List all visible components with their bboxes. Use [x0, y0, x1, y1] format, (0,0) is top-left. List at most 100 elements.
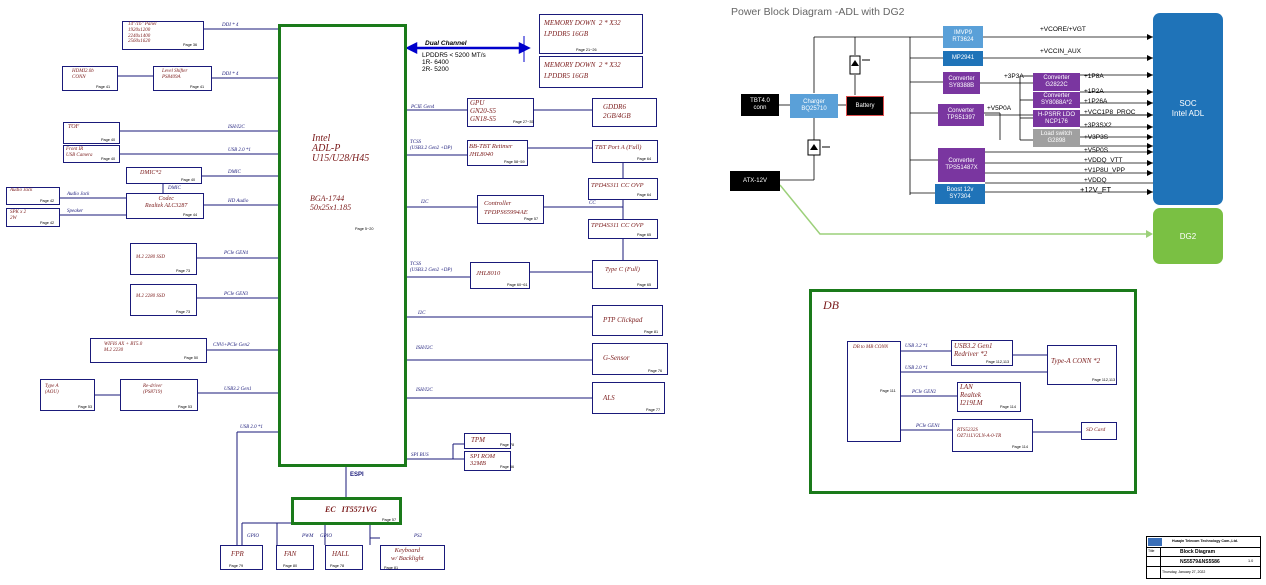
gpu-page: Page 27~35	[513, 120, 534, 124]
ssd1-bus: PCIe GEN4	[224, 251, 249, 256]
tpm-page: Page 78	[500, 443, 515, 447]
tpd2-page: Page 65	[637, 233, 652, 237]
ptp-page: Page 81	[644, 330, 659, 334]
fpr-page: Page 79	[229, 564, 244, 568]
front-ir-page: Page 40	[101, 157, 116, 161]
panel-name: 14"/16" Panel 1920x1200 2240x1400 2560x1…	[128, 22, 157, 45]
spi-rom-name: SPI ROM 32MB	[470, 453, 496, 467]
boost-box: Boost 12v SY7304	[935, 184, 985, 204]
db-sd-name: SD Card	[1086, 427, 1106, 433]
ptp-block	[592, 305, 663, 336]
db-conn-page: Page 111	[880, 389, 896, 393]
ec-block	[291, 497, 402, 525]
dmic-block	[126, 167, 202, 184]
title-label: Title	[1148, 549, 1155, 553]
hall-name: HALL	[332, 550, 350, 558]
rail-vcore: +VCORE/+VGT	[1040, 26, 1086, 33]
converter-sy8388-box: Converter SY8388B	[943, 72, 980, 94]
rail-vcc1p8-proc: +VCC1P8_PROC	[1084, 109, 1136, 116]
fan-name: FAN	[284, 550, 297, 558]
hdmi-block	[62, 66, 118, 91]
rev-value: 1.0	[1248, 559, 1254, 563]
ptp-name: PTP Clickpad	[603, 316, 643, 324]
type-c-name: Type C (Full)	[605, 266, 640, 273]
spk-page: Page 42	[40, 221, 55, 225]
jhl8010-page: Page 60~61	[507, 283, 528, 287]
tpd1-block	[588, 178, 658, 200]
gpu-name: GPU GN20-S5 GN18-S5	[470, 99, 497, 123]
audio-jack-page: Page 42	[40, 199, 55, 203]
mp2941-box: MP2941	[943, 51, 983, 66]
title-block-divider-1	[1146, 547, 1261, 548]
memory-down-1-name: MEMORY DOWN 2 * X32 LPDDR5 16GB	[544, 19, 621, 38]
title-value: Block Diagram	[1180, 549, 1216, 555]
fpr-bus: GPIO	[247, 534, 259, 539]
tof-bus: ISH/I2C	[228, 125, 245, 130]
gddr-block	[592, 98, 657, 127]
db-conn-name: DB to MB CONN	[853, 345, 889, 350]
rail-vddq: +VDDQ	[1084, 177, 1107, 184]
dual-channel-label: Dual Channel	[425, 40, 467, 47]
db-lan-block	[957, 382, 1021, 412]
panel-bus: DDI * 4	[222, 23, 239, 28]
dmic-bus: DMIC	[228, 170, 241, 175]
cpu-package: BGA-1744 50x25x1.185	[310, 194, 352, 212]
company-name: Huaqin Telecom Technology Com.,Ltd.	[1172, 539, 1238, 543]
tbt-port-page: Page 64	[637, 157, 652, 161]
redriver-page: Page 53	[178, 405, 193, 409]
db-conn-block	[847, 341, 901, 442]
audio-jack-block	[6, 187, 60, 205]
rail-1p8a: +1P8A	[1084, 73, 1104, 80]
ddr-info: LPDDR5 < 5200 MT/s 1R- 6400 2R- 5200	[422, 52, 486, 73]
db-rts-block	[952, 419, 1033, 452]
level-shifter-name: Level Shifter PS8409A	[162, 69, 188, 80]
charger-box: Charger BQ25710	[790, 94, 838, 118]
hall-bus: GPIO	[320, 534, 332, 539]
wifi-block	[90, 338, 207, 363]
tbt-port-block	[592, 140, 658, 163]
atx-12v-box: ATX-12V	[730, 171, 780, 191]
spk-bus: Speaker	[67, 209, 84, 214]
tbt4-conn-box: TBT4.0 conn	[741, 94, 779, 116]
cpu-page: Page 5~20	[355, 227, 374, 231]
als-block	[592, 382, 665, 414]
db-type-a-page: Page 112,113	[1092, 378, 1116, 382]
jhl8010-name: JHL8010	[476, 270, 501, 277]
tof-page: Page 40	[101, 138, 116, 142]
date-value: Thursday, January 27, 2022	[1162, 570, 1206, 574]
dmic-sub-bus: DMIC	[168, 186, 181, 191]
jhl8010-bus: TCSS (USB3.2 Gen2 +DP)	[410, 262, 453, 273]
keyboard-name: Keyboard w/ Backlight	[391, 547, 424, 562]
controller-name: Controller TPDPS65994AE	[484, 200, 528, 216]
dmic-page: Page 40	[181, 178, 196, 182]
wifi-bus: CNVi+PCIe Gen2	[213, 343, 250, 348]
bb-tbt-bus: TCSS (USB3.2 Gen2 +DP)	[410, 140, 453, 151]
cpu-block	[278, 24, 407, 467]
spi-rom-page: Page 56	[500, 465, 515, 469]
codec-name: Codec Realtek ALC3287	[145, 196, 188, 209]
title-block-divider-3	[1146, 566, 1261, 567]
memory-down-2	[539, 56, 643, 88]
redriver-block	[120, 379, 198, 411]
audio-jack-name: Audio Jack	[10, 188, 33, 193]
usb-down-bus: USB 2.0 *1	[240, 425, 263, 430]
cpu-name: Intel ADL-P U15/U28/H45	[312, 133, 370, 164]
keyboard-page: Page 81	[384, 566, 399, 570]
codec-block	[126, 193, 204, 219]
db-lan-page: Page 114	[1000, 405, 1016, 409]
db-usb32-bus: USB 3.2 *1	[905, 344, 928, 349]
gsensor-name: G-Sensor	[603, 354, 630, 362]
redriver-name: Re-driver (PS8719)	[143, 384, 163, 395]
wifi-page: Page 50	[184, 356, 199, 360]
fan-bus: PWM	[302, 534, 314, 539]
dg2-box: DG2	[1153, 208, 1223, 264]
hall-block	[325, 545, 363, 570]
gsensor-page: Page 76	[648, 369, 663, 373]
spk-block	[6, 208, 60, 227]
hpsrr-ldo-box: H-PSRR LDO NCP176	[1033, 110, 1080, 127]
hdmi-name: HDMI2.0b CONN	[72, 69, 94, 80]
db-redriver-block	[951, 340, 1013, 366]
